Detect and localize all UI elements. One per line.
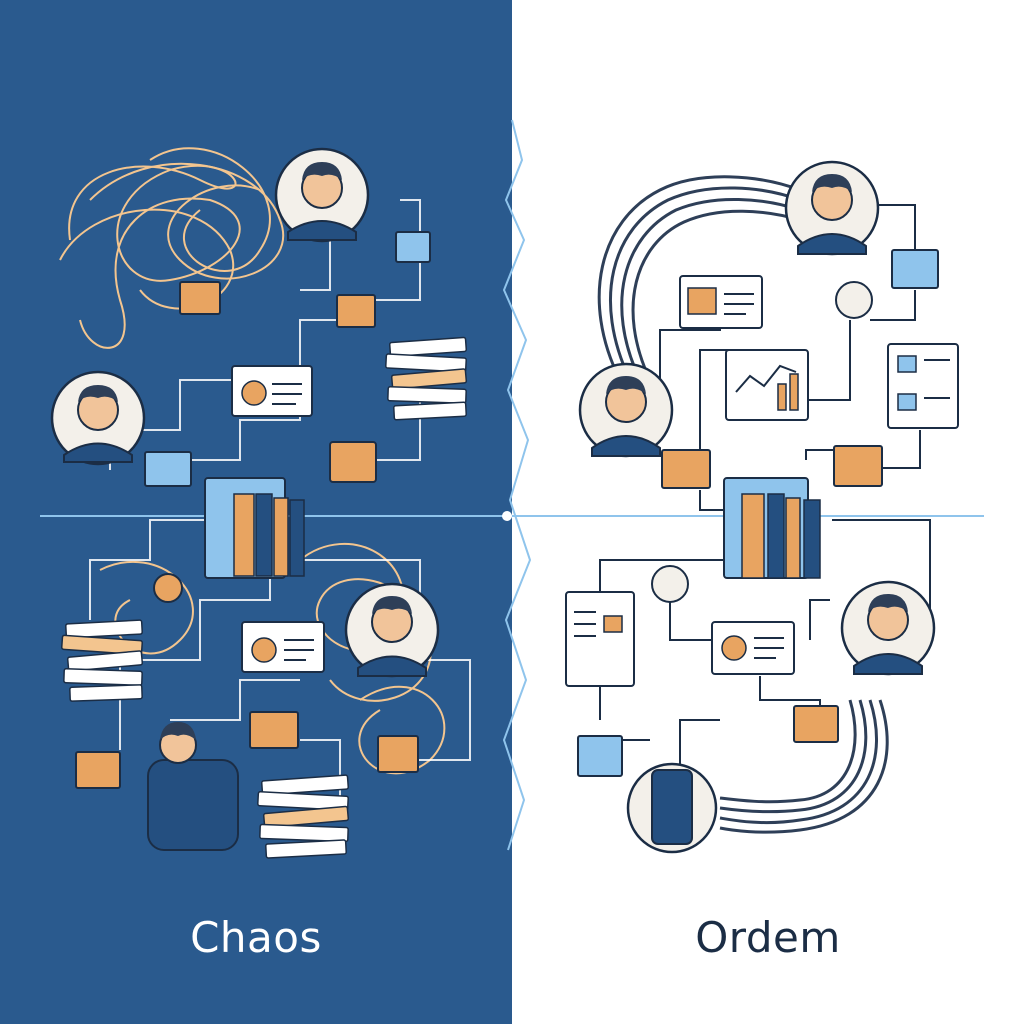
worried-man-avatar — [274, 147, 370, 243]
chart-window-icon — [679, 275, 763, 329]
settings-gear-icon — [329, 441, 377, 483]
team-icon — [891, 249, 939, 289]
lock-node-icon — [153, 573, 183, 603]
handshake-icon — [179, 281, 221, 315]
crying-man-avatar — [50, 370, 146, 466]
envelope-icon — [75, 751, 121, 789]
chaos-caption: Chaos — [190, 912, 322, 962]
lock-node-icon — [835, 281, 873, 319]
paper-stack-icon — [257, 774, 350, 859]
stressed-man-avatar — [344, 582, 440, 678]
chat-window-icon — [241, 621, 325, 673]
settings-node-icon — [833, 445, 883, 487]
doctor-card-icon — [577, 735, 623, 777]
document-card-icon — [565, 591, 635, 687]
crouched-man-icon — [147, 722, 239, 851]
binders-icon — [204, 477, 305, 579]
calm-man-avatar — [784, 160, 880, 256]
thinking-man-avatar — [840, 580, 936, 676]
house-icon — [377, 735, 419, 773]
puzzle-icon — [249, 711, 299, 749]
spark-icon — [502, 511, 512, 521]
document-card-icon — [887, 343, 959, 429]
user-card-icon — [661, 449, 711, 489]
chat-window-icon — [711, 621, 795, 675]
monitor-user-icon — [395, 231, 431, 263]
chart-window-icon — [725, 349, 809, 421]
paper-stack-icon — [385, 336, 468, 421]
paper-stack-icon — [60, 619, 144, 702]
user-card-icon — [336, 294, 376, 328]
team-board-icon — [144, 451, 192, 487]
shield-node-icon — [651, 565, 689, 603]
standing-man-avatar — [626, 762, 718, 854]
binders-icon — [723, 477, 821, 579]
lightning-divider-icon — [502, 119, 532, 851]
order-caption: Ordem — [695, 912, 841, 962]
organized-cable-bundle-icon — [597, 175, 889, 834]
chat-window-icon — [231, 365, 313, 417]
man-avatar — [578, 362, 674, 458]
stamp-icon — [793, 705, 839, 743]
